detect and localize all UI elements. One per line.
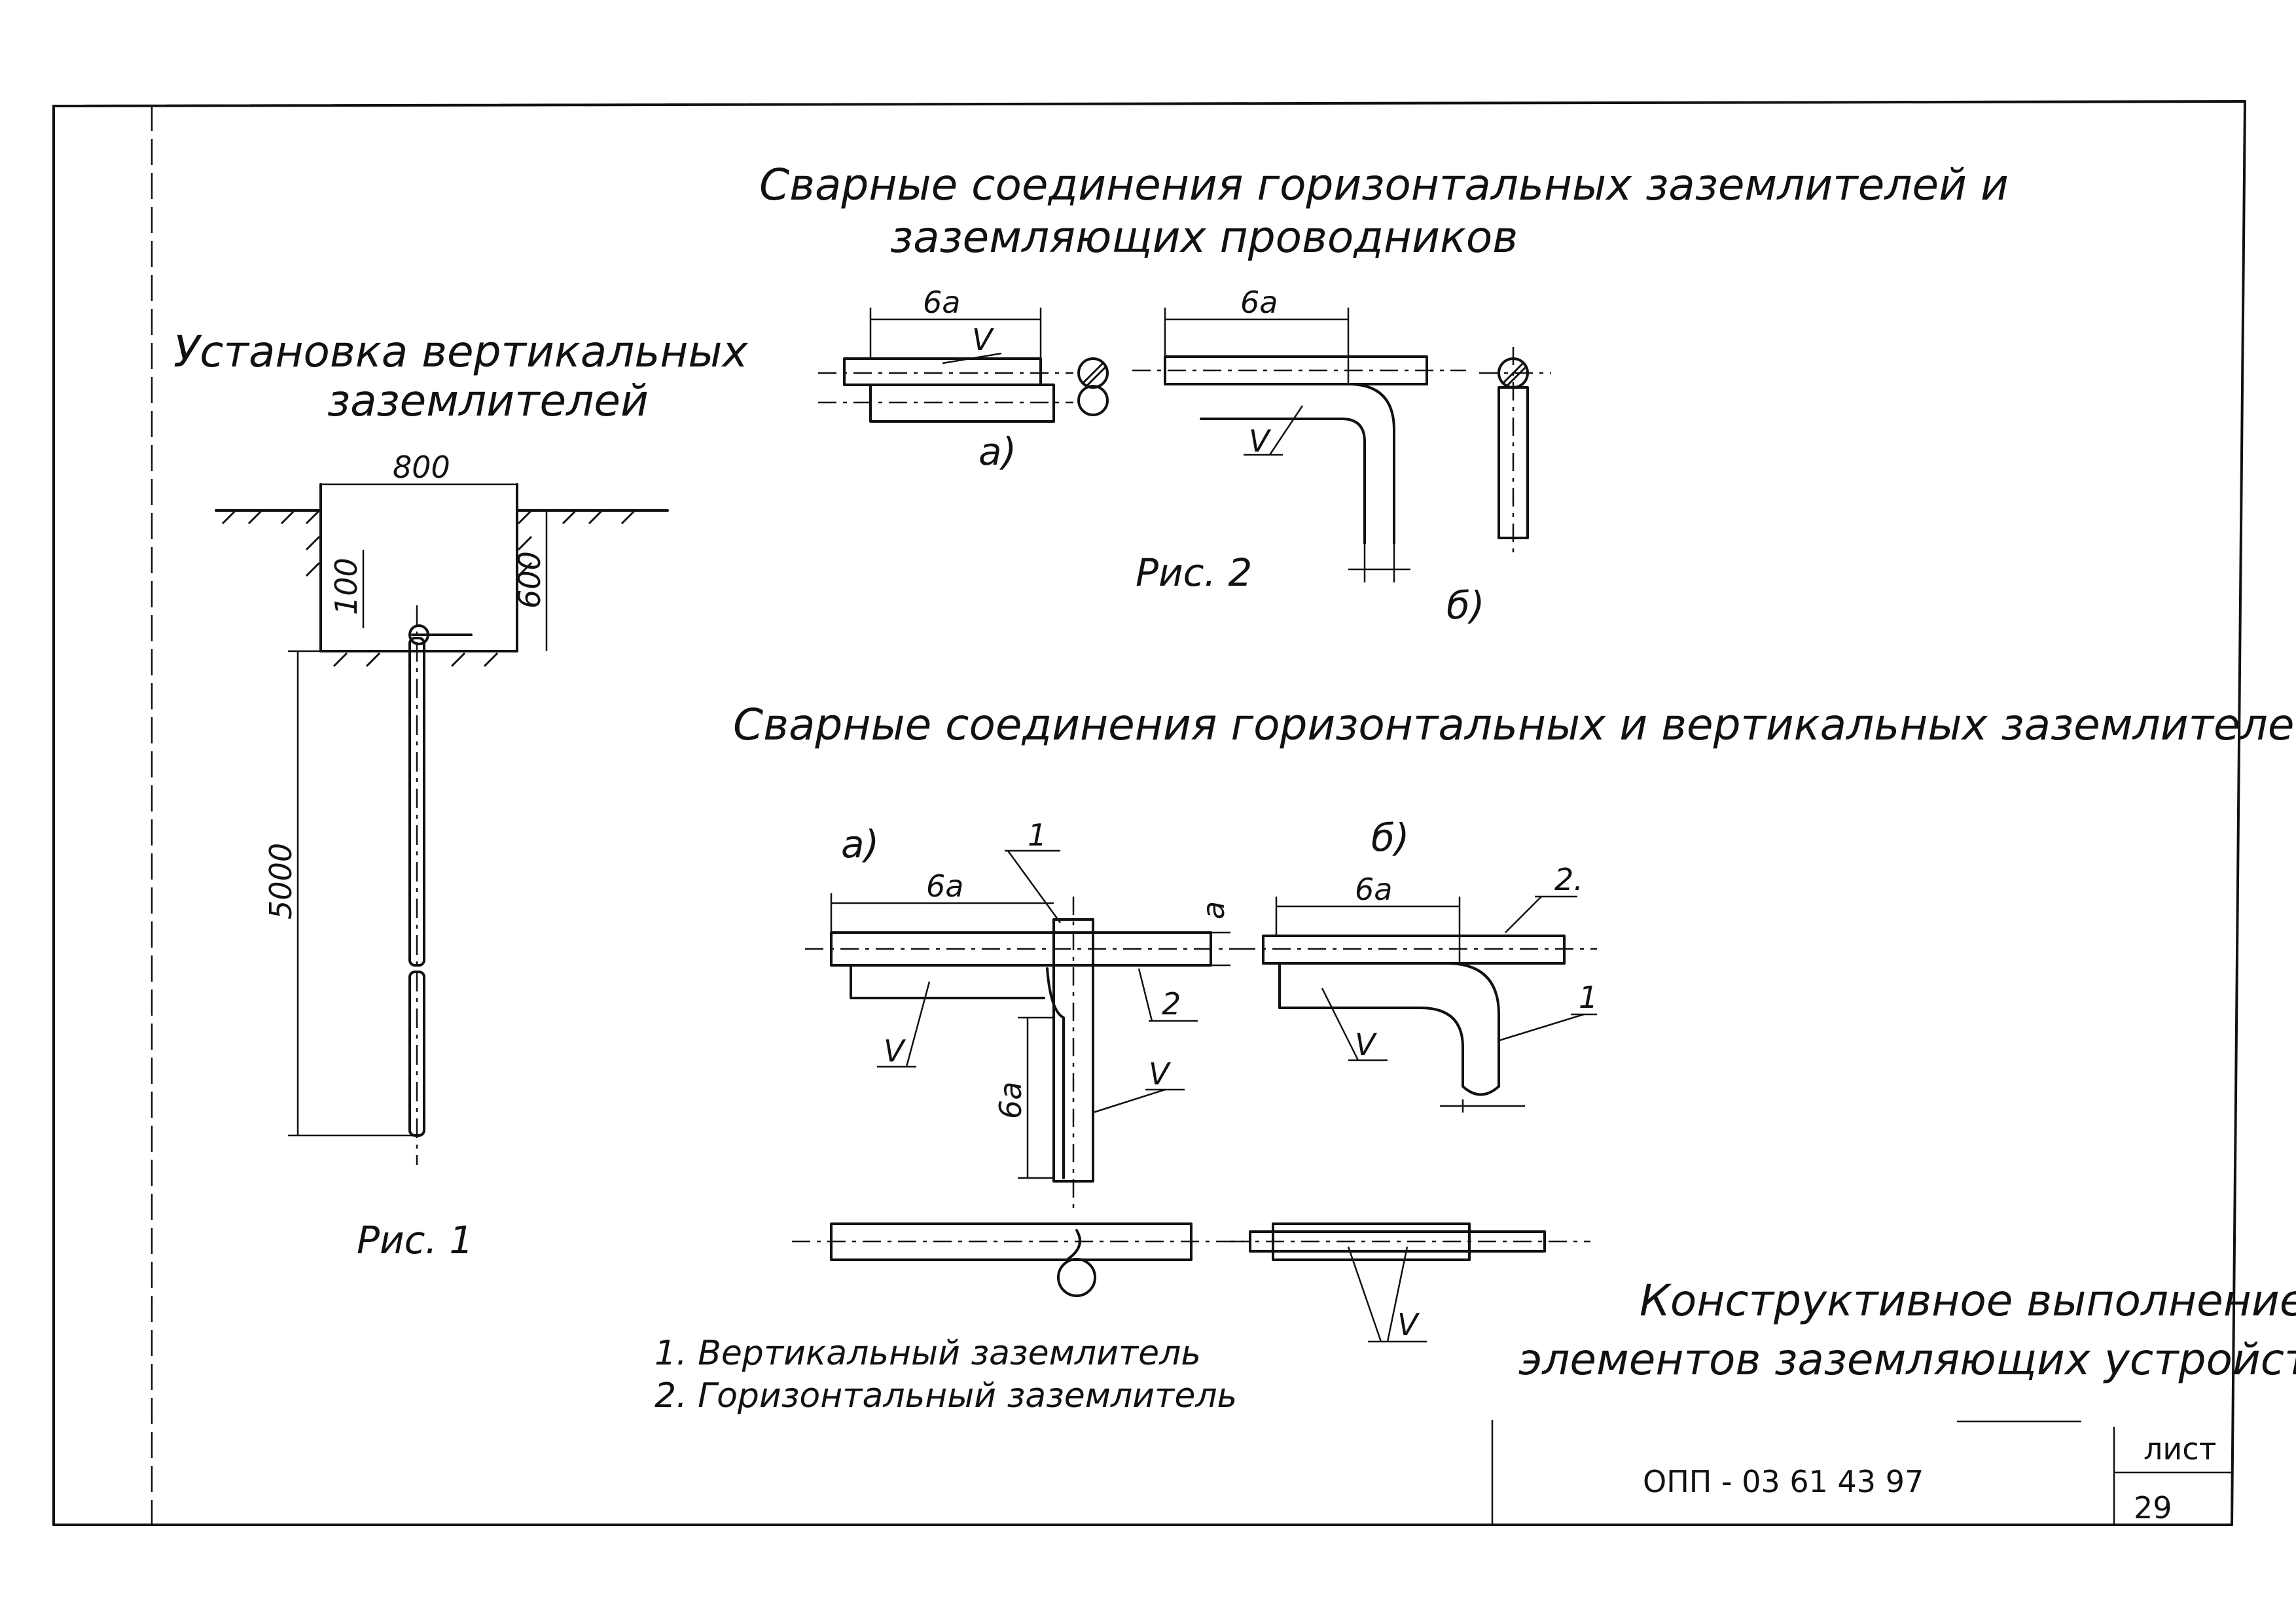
fig3-weld-mark-b: V bbox=[1355, 1027, 1378, 1062]
fig3-welded-horizontal-vertical-joints: Сварные соединения горизонтальных и верт… bbox=[655, 700, 2296, 1416]
fig2-welded-horizontal-joints: Сварные соединения горизонтальных заземл… bbox=[759, 160, 2009, 628]
fig3-callout-1: 1 bbox=[1028, 817, 1047, 853]
fig3-weld-mark-section: V bbox=[1397, 1307, 1420, 1342]
fig3-callout-1b: 1 bbox=[1579, 980, 1598, 1015]
fig2-dim-a2: 6a bbox=[1240, 285, 1278, 320]
fig3-legend-2: 2. Горизонтальный заземлитель bbox=[655, 1376, 1237, 1416]
fig1-dim-depth-right: 600 bbox=[512, 551, 547, 609]
fig2-dim-a1: 6a bbox=[923, 285, 960, 320]
sheet-frame bbox=[52, 100, 2246, 1526]
fig3-weld-mark-a2: V bbox=[1149, 1056, 1172, 1092]
fig3-callout-2b: 2. bbox=[1554, 862, 1583, 897]
fig3-weld-mark-a1: V bbox=[884, 1033, 906, 1069]
sheet-label: лист bbox=[2144, 1431, 2216, 1467]
fig1-dim-length: 5000 bbox=[263, 843, 298, 919]
fig2-weld-mark-a: V bbox=[972, 322, 995, 357]
fig2-variant-b: б) bbox=[1446, 583, 1484, 628]
fig2-title-line1: Сварные соединения горизонтальных заземл… bbox=[759, 160, 2009, 210]
fig1-vertical-electrode: Установка вертикальных заземлителей 800 … bbox=[173, 327, 749, 1262]
title-block: Конструктивное выполнение элементов зазе… bbox=[1491, 1275, 2296, 1525]
fig1-dim-depth-left: 100 bbox=[329, 558, 364, 615]
fig1-dim-width: 800 bbox=[393, 450, 450, 485]
fig1-caption: Рис. 1 bbox=[357, 1218, 473, 1262]
fig2-variant-a: а) bbox=[978, 429, 1016, 474]
fig1-title-line2: заземлителей bbox=[327, 376, 649, 426]
fig3-dim-6a-horizontal: 6a bbox=[926, 868, 963, 904]
sheet-number: 29 bbox=[2134, 1490, 2172, 1525]
fig3-dim-a: a bbox=[1196, 901, 1231, 919]
fig2-caption: Рис. 2 bbox=[1136, 550, 1252, 595]
fig3-title: Сварные соединения горизонтальных и верт… bbox=[733, 700, 2296, 750]
drawing-title-line2: элементов заземляющих устройств bbox=[1518, 1334, 2296, 1385]
fig3-dim-6a-vertical: 6a bbox=[993, 1082, 1028, 1119]
fig2-title-line2: заземляющих проводников bbox=[890, 212, 1518, 262]
doc-code: ОПП - 03 61 43 97 bbox=[1643, 1464, 1924, 1499]
fig3-callout-2: 2 bbox=[1162, 986, 1181, 1022]
fig3-variant-a: а) bbox=[841, 822, 879, 866]
drawing-title-line1: Конструктивное выполнение bbox=[1640, 1275, 2296, 1326]
fig3-dim-6a-b: 6a bbox=[1355, 872, 1392, 907]
fig3-legend-1: 1. Вертикальный заземлитель bbox=[655, 1334, 1201, 1373]
fig3-variant-b: б) bbox=[1371, 815, 1409, 860]
fig1-title-line1: Установка вертикальных bbox=[173, 327, 749, 377]
fig2-weld-mark-b: V bbox=[1249, 423, 1272, 459]
